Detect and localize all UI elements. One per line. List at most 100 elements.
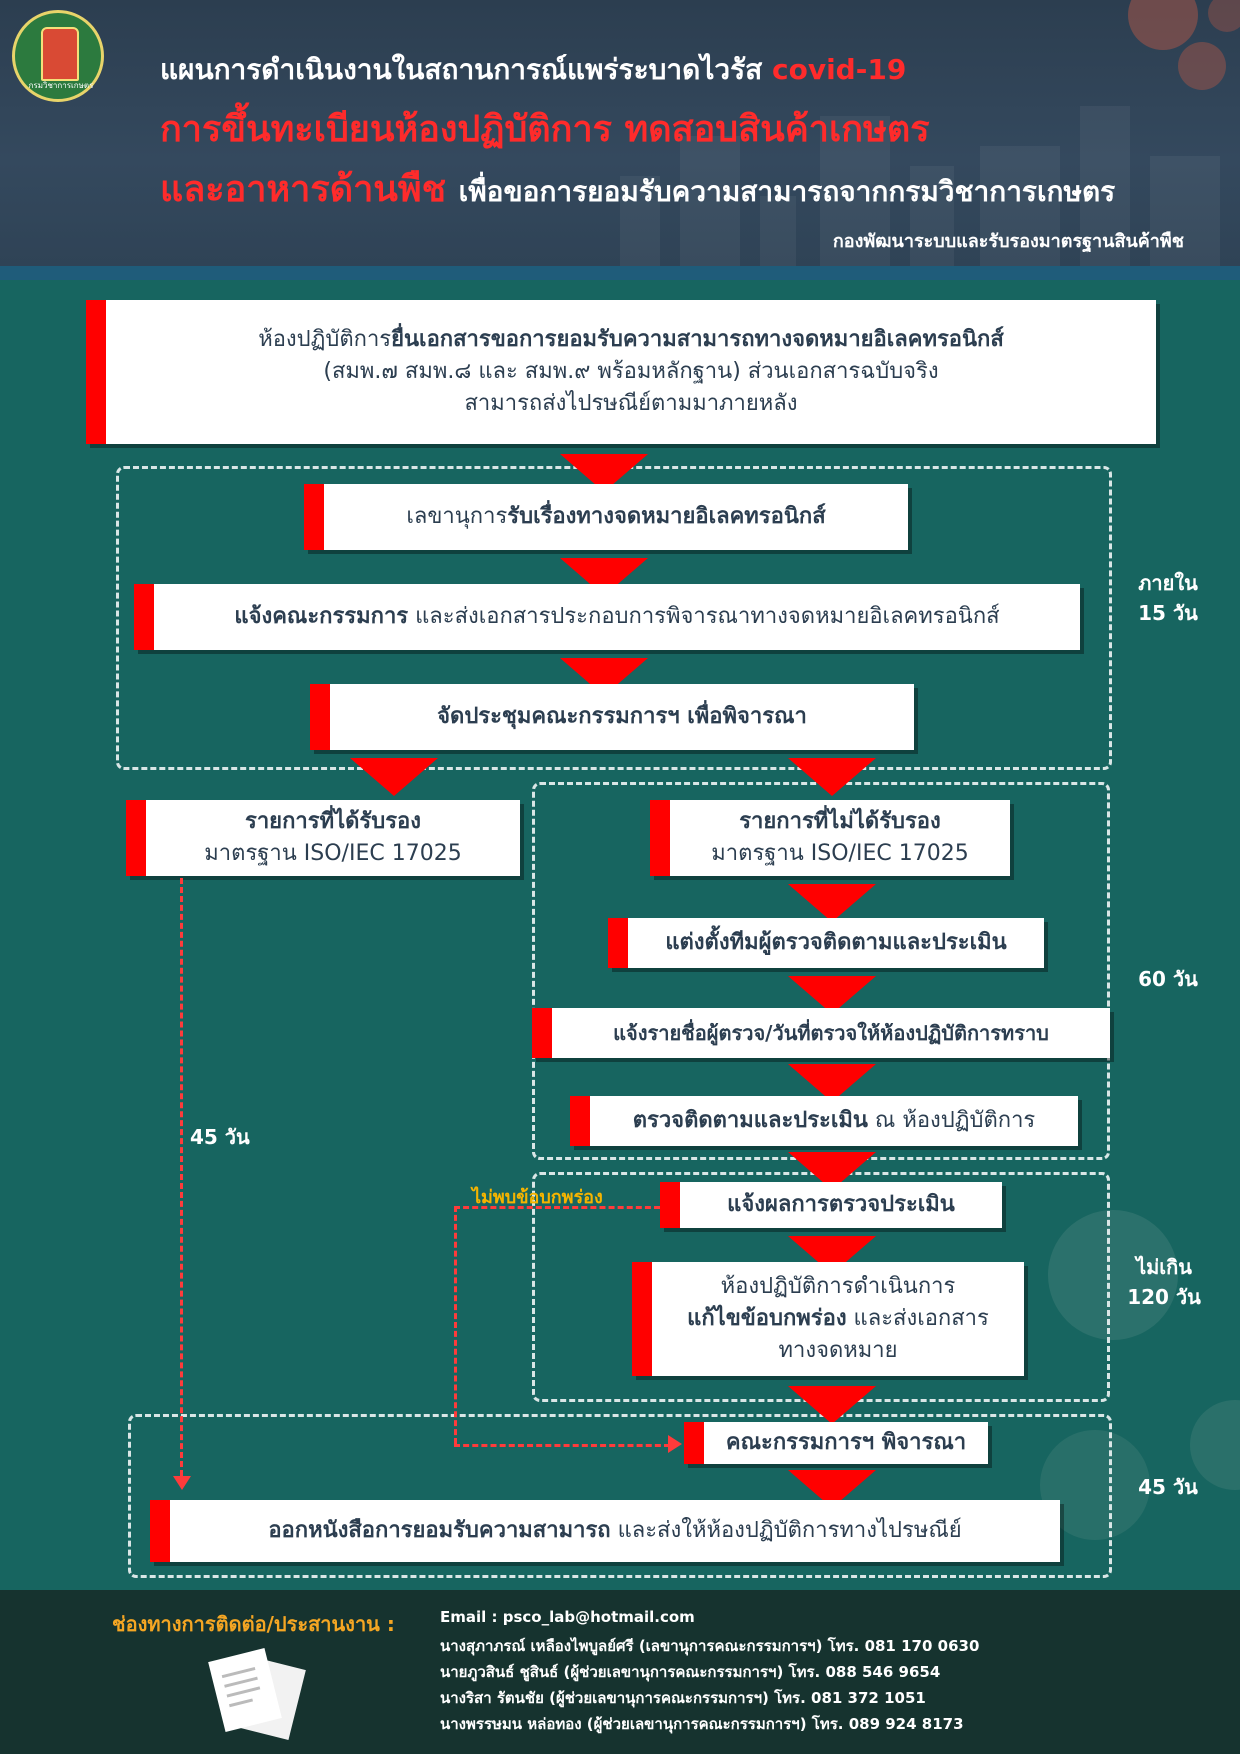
step-issue-certificate: ออกหนังสือการยอมรับความสามารถ และส่งให้ห… — [150, 1500, 1060, 1562]
virus-icon — [1048, 1210, 1178, 1340]
step-submit-documents: ห้องปฏิบัติการยื่นเอกสารขอการยอมรับความส… — [86, 300, 1156, 444]
down-arrow-icon — [788, 758, 876, 796]
no-defect-path-bottom — [454, 1444, 670, 1447]
arrowhead-right-icon — [668, 1435, 682, 1453]
duration-15-line2: 15 วัน — [1138, 601, 1198, 625]
down-arrow-icon — [788, 1386, 876, 1424]
skyline-building — [680, 136, 740, 266]
step-accredited-text: รายการที่ได้รับรอง มาตรฐาน ISO/IEC 17025 — [126, 806, 520, 870]
no-defect-path-top — [454, 1206, 660, 1209]
step-notify-part: และส่งเอกสารประกอบการพิจารณาทางจดหมายอิเ… — [408, 604, 1000, 630]
documents-icon — [208, 1648, 306, 1740]
no-defect-label: ไม่พบข้อบกพร่อง — [472, 1187, 603, 1208]
accredited-path-line — [180, 878, 183, 1476]
step-notify-assessors: แจ้งรายชื่อผู้ตรวจ/วันที่ตรวจให้ห้องปฏิบ… — [532, 1008, 1110, 1058]
step-submit-part: ยื่นเอกสารขอการยอมรับความสามารถทางจดหมาย… — [391, 327, 1004, 353]
virus-icon — [1178, 42, 1226, 90]
department-name: กองพัฒนาระบบและรับรองมาตรฐานสินค้าพืช — [832, 231, 1184, 252]
page-title-line3: และอาหารด้านพืช เพื่อขอการยอมรับความสามา… — [160, 160, 1115, 217]
step-receive-part: เลขานุการ — [406, 504, 508, 530]
duration-15-days: ภายใน 15 วัน — [1118, 568, 1218, 628]
step-accredited-line2: มาตรฐาน ISO/IEC 17025 — [204, 841, 462, 866]
step-submit-part: ห้องปฏิบัติการ — [258, 327, 392, 353]
step-review-text: คณะกรรมการฯ พิจารณา — [725, 1430, 967, 1456]
duration-120-line1: ไม่เกิน — [1136, 1255, 1192, 1279]
step-onsite-assessment: ตรวจติดตามและประเมิน ณ ห้องปฏิบัติการ — [570, 1096, 1078, 1146]
header-stripe — [0, 266, 1240, 280]
step-notify-committee: แจ้งคณะกรรมการ และส่งเอกสารประกอบการพิจา… — [134, 584, 1080, 650]
skyline-building — [760, 196, 796, 266]
step-fix-line2: แก้ไขข้อบกพร่อง และส่งเอกสาร — [652, 1303, 1024, 1335]
arrowhead-down-icon — [173, 1476, 191, 1490]
logo-emblem-icon — [41, 27, 79, 81]
contact-person: นางริสา รัตนชัย (ผู้ช่วยเลขานุการคณะกรรม… — [440, 1689, 926, 1707]
step-meeting-text: จัดประชุมคณะกรรมการฯ เพื่อพิจารณา — [437, 704, 807, 730]
duration-45-days: 45 วัน — [1138, 1475, 1198, 1499]
skyline-building — [910, 166, 954, 266]
contact-title: ช่องทางการติดต่อ/ประสานงาน : — [112, 1612, 395, 1636]
down-arrow-icon — [350, 758, 438, 796]
step-committee-meeting: จัดประชุมคณะกรรมการฯ เพื่อพิจารณา — [310, 684, 914, 750]
title-line3-red: และอาหารด้านพืช — [160, 169, 447, 210]
step-appoint-text: แต่งตั้งทีมผู้ตรวจติดตามและประเมิน — [665, 930, 1007, 956]
step-onsite-part: ตรวจติดตามและประเมิน — [632, 1108, 868, 1134]
step-fix-line1: ห้องปฏิบัติการดำเนินการ — [720, 1274, 956, 1300]
duration-15-line1: ภายใน — [1138, 571, 1198, 595]
skyline-building — [820, 116, 890, 266]
step-non-accredited-line2: มาตรฐาน ISO/IEC 17025 — [711, 841, 969, 866]
step-non-accredited-items: รายการที่ไม่ได้รับรอง มาตรฐาน ISO/IEC 17… — [650, 800, 1010, 876]
duration-120-line2: 120 วัน — [1127, 1285, 1201, 1309]
step-notify-part: แจ้งคณะกรรมการ — [234, 604, 409, 630]
step-fix-part: แก้ไขข้อบกพร่อง — [687, 1306, 847, 1332]
step-onsite-text: ตรวจติดตามและประเมิน ณ ห้องปฏิบัติการ — [570, 1105, 1078, 1137]
page-title-line2: การขึ้นทะเบียนห้องปฏิบัติการ ทดสอบสินค้า… — [160, 109, 930, 150]
step-receive-text: เลขานุการรับเรื่องทางจดหมายอิเลคทรอนิกส์ — [304, 501, 908, 533]
step-submit-line1: ห้องปฏิบัติการยื่นเอกสารขอการยอมรับความส… — [106, 324, 1156, 356]
step-non-accredited-text: รายการที่ไม่ได้รับรอง มาตรฐาน ISO/IEC 17… — [650, 806, 1010, 870]
step-notify-assessors-text: แจ้งรายชื่อผู้ตรวจ/วันที่ตรวจให้ห้องปฏิบ… — [613, 1020, 1049, 1045]
duration-accredited: 45 วัน — [190, 1125, 250, 1149]
contact-footer — [0, 1590, 1240, 1754]
step-receive-part: รับเรื่องทางจดหมายอิเลคทรอนิกส์ — [507, 504, 826, 530]
step-fix-text: ห้องปฏิบัติการดำเนินการ แก้ไขข้อบกพร่อง … — [632, 1271, 1024, 1367]
skyline-building — [980, 146, 1060, 266]
duration-120-days: ไม่เกิน 120 วัน — [1112, 1252, 1216, 1312]
step-fix-defects: ห้องปฏิบัติการดำเนินการ แก้ไขข้อบกพร่อง … — [632, 1262, 1024, 1376]
logo-text: กรมวิชาการเกษตร — [28, 81, 94, 90]
step-issue-part: ออกหนังสือการยอมรับความสามารถ — [268, 1518, 611, 1544]
step-accredited-items: รายการที่ได้รับรอง มาตรฐาน ISO/IEC 17025 — [126, 800, 520, 876]
step-submit-line2: (สมพ.๗ สมพ.๘ และ สมพ.๙ พร้อมหลักฐาน) ส่ว… — [323, 359, 939, 385]
step-notify-text: แจ้งคณะกรรมการ และส่งเอกสารประกอบการพิจา… — [134, 601, 1080, 633]
down-arrow-icon — [788, 976, 876, 1014]
contact-person: นายภูวสินธ์ ชูสินธ์ (ผู้ช่วยเลขานุการคณะ… — [440, 1663, 941, 1681]
step-receive-email: เลขานุการรับเรื่องทางจดหมายอิเลคทรอนิกส์ — [304, 484, 908, 550]
no-defect-path-vertical — [454, 1206, 457, 1444]
down-arrow-icon — [788, 884, 876, 922]
group-45-days — [128, 1414, 1112, 1578]
step-non-accredited-line1: รายการที่ไม่ได้รับรอง — [739, 809, 941, 835]
step-appoint-assessors: แต่งตั้งทีมผู้ตรวจติดตามและประเมิน — [608, 918, 1044, 968]
skyline-building — [620, 176, 660, 266]
department-logo: กรมวิชาการเกษตร — [12, 10, 104, 102]
page-title-line1: แผนการดำเนินงานในสถานการณ์แพร่ระบาดไวรัส… — [160, 48, 906, 92]
title-line1-text: แผนการดำเนินงานในสถานการณ์แพร่ระบาดไวรัส — [160, 53, 763, 86]
contact-email: Email : psco_lab@hotmail.com — [440, 1608, 695, 1626]
skyline-building — [1080, 106, 1130, 266]
header-banner — [0, 0, 1240, 266]
step-report-text: แจ้งผลการตรวจประเมิน — [727, 1192, 955, 1218]
virus-icon — [1208, 0, 1240, 32]
title-line1-highlight: covid-19 — [772, 53, 907, 86]
step-fix-line3: ทางจดหมาย — [778, 1337, 898, 1363]
step-committee-review: คณะกรรมการฯ พิจารณา — [684, 1422, 988, 1464]
step-issue-part: และส่งให้ห้องปฏิบัติการทางไปรษณีย์ — [610, 1518, 962, 1544]
step-submit-text: ห้องปฏิบัติการยื่นเอกสารขอการยอมรับความส… — [86, 324, 1156, 420]
step-accredited-line1: รายการที่ได้รับรอง — [245, 809, 421, 835]
contact-person: นางพรรษมน หล่อทอง (ผู้ช่วยเลขานุการคณะกร… — [440, 1715, 964, 1733]
duration-60-days: 60 วัน — [1138, 967, 1198, 991]
contact-person: นางสุภาภรณ์ เหลืองไพบูลย์ศรี (เลขานุการค… — [440, 1637, 980, 1655]
title-line3-white: เพื่อขอการยอมรับความสามารถจากกรมวิชาการเ… — [458, 175, 1116, 208]
skyline-building — [1150, 156, 1220, 266]
step-onsite-part: ณ ห้องปฏิบัติการ — [867, 1108, 1036, 1134]
step-fix-part: และส่งเอกสาร — [846, 1306, 989, 1332]
step-report-results: แจ้งผลการตรวจประเมิน — [660, 1182, 1002, 1228]
